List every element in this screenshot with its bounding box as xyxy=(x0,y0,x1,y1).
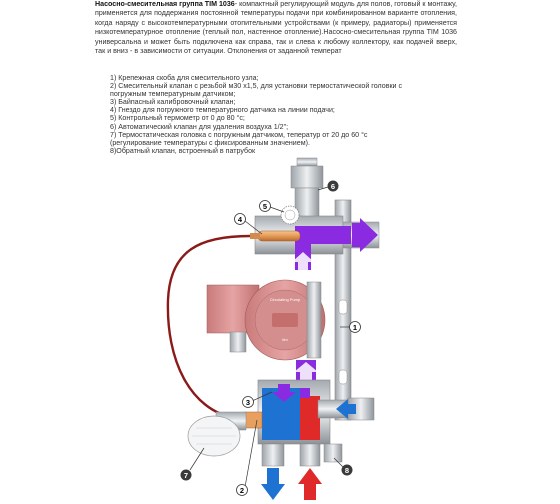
flow-arrow-up-top xyxy=(292,252,314,272)
supply-in-pipe xyxy=(299,443,321,467)
legend-item-1: 1) Крепежная скоба для смесительного узл… xyxy=(110,74,259,82)
pump-brand: tim xyxy=(282,337,288,342)
callout-6: 6 xyxy=(327,180,339,192)
legend-item-8: 8)Обратный клапан, встроенный в патрубок xyxy=(110,146,256,155)
callout-7: 7 xyxy=(180,469,192,481)
supply-flow xyxy=(292,218,378,272)
callout-3: 3 xyxy=(242,396,254,408)
callout-lines xyxy=(189,186,350,488)
svg-text:5: 5 xyxy=(263,202,267,211)
flow-arrow-in-right xyxy=(336,399,356,419)
svg-text:8: 8 xyxy=(345,466,349,475)
svg-text:1: 1 xyxy=(353,323,357,332)
legend-item-7: 7) Термостатическая головка с погружным … xyxy=(110,130,368,147)
callout-1: 1 xyxy=(349,321,361,333)
circulating-pump: Circulating Pump tim xyxy=(206,279,326,361)
svg-text:7: 7 xyxy=(184,471,188,480)
intro-title: Насосно-смесительная группа TIM 1036 xyxy=(95,0,235,8)
sensor-cable xyxy=(166,234,251,420)
bypass-flow-arrow xyxy=(272,384,296,402)
parts-legend: 1) Крепежная скоба для смесительного узл… xyxy=(110,74,410,155)
check-valve xyxy=(323,443,343,463)
flow-arrow-up-mid xyxy=(294,362,318,380)
mixing-valve-stem xyxy=(243,411,263,429)
callout-2: 2 xyxy=(236,484,248,496)
legend-item-5: 5) Контрольный термометр от 0 до 80 °с; xyxy=(110,114,245,123)
flow-arrow-down-blue xyxy=(261,468,285,500)
thermostatic-head xyxy=(187,411,247,457)
return-out-pipe xyxy=(261,443,285,467)
svg-text:6: 6 xyxy=(331,182,335,191)
svg-text:4: 4 xyxy=(238,215,243,224)
flow-arrow-out-right xyxy=(352,218,378,252)
legend-item-3: 3) Байпасный калибровочный клапан; xyxy=(110,98,236,107)
svg-text:3: 3 xyxy=(246,398,250,407)
legend-item-2: 2) Смесительный клапан с резьбой м30 х1,… xyxy=(110,82,403,99)
callout-8: 8 xyxy=(341,464,353,476)
legend-item-4: 4) Гнездо для погружного температурного … xyxy=(110,106,335,115)
svg-text:2: 2 xyxy=(240,486,244,495)
legend-item-6: 6) Автоматический клапан для удаления во… xyxy=(110,122,289,131)
flow-arrow-up-red xyxy=(298,468,322,500)
callout-5: 5 xyxy=(259,200,271,212)
pump-label: Circulating Pump xyxy=(270,297,301,302)
callout-4: 4 xyxy=(234,213,246,225)
intro-body: - компактный регулирующий модуль для пол… xyxy=(95,0,457,56)
intro-paragraph: Насосно-смесительная группа TIM 1036- ко… xyxy=(95,0,457,56)
control-thermometer xyxy=(280,205,300,225)
temperature-sensor xyxy=(250,230,301,242)
